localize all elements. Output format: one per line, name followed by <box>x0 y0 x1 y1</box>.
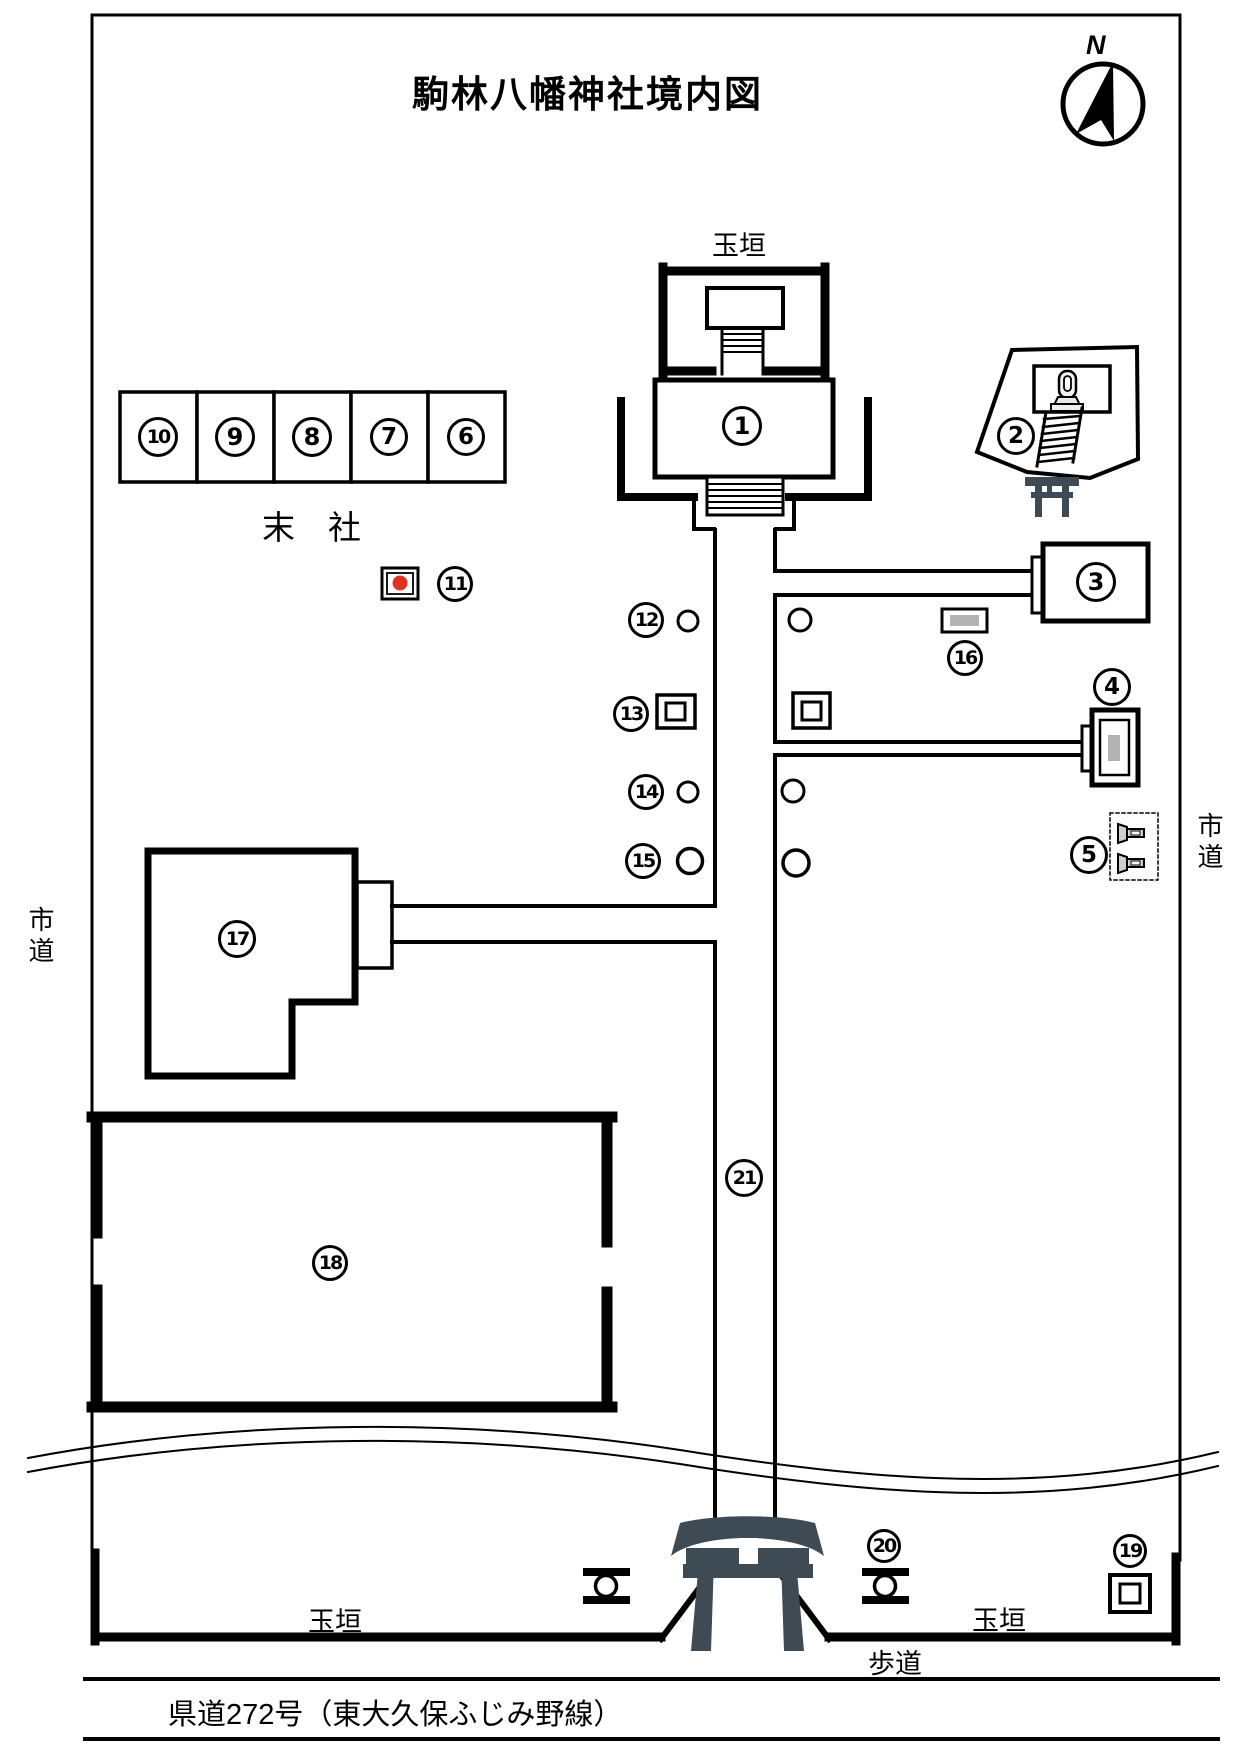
marker-18: 18 <box>312 1245 348 1281</box>
spigot-icon <box>1117 822 1145 845</box>
massha-label: 末 社 <box>262 509 361 546</box>
marker-8: 8 <box>292 417 332 457</box>
right-wing <box>785 397 872 501</box>
stone-16-icon <box>940 607 989 634</box>
honden-stairs-steps <box>721 333 764 353</box>
marker-17: 17 <box>218 920 256 958</box>
front-stairs-steps <box>706 483 784 509</box>
marker-9: 9 <box>215 417 255 457</box>
stone-lantern-icon <box>583 1568 630 1604</box>
lantern-12-right <box>787 607 813 633</box>
mound-2-ladder-steps <box>1036 414 1082 464</box>
marker-15: 15 <box>625 843 661 879</box>
marker-5: 5 <box>1070 836 1108 874</box>
marker-4: 4 <box>1093 668 1131 706</box>
lantern-12-left <box>676 609 700 633</box>
city-road-right-label: 市道 <box>1194 812 1224 874</box>
tamagaki-bottom-left-label: 玉垣 <box>308 1607 362 1637</box>
corridor-to-17 <box>390 904 717 944</box>
honden-fence <box>658 262 830 381</box>
sando-path <box>713 528 777 1524</box>
pedestal-13-left <box>655 693 697 730</box>
lantern-15-right <box>781 848 811 878</box>
building-4-gray-bar <box>1108 735 1120 761</box>
north-arrow-icon <box>1060 61 1146 147</box>
pedestal-19-icon <box>1108 1573 1152 1614</box>
marker-12: 12 <box>628 602 664 638</box>
tamagaki-top-label: 玉垣 <box>712 231 766 261</box>
lantern-15-left <box>675 846 705 876</box>
building-17-porch <box>355 880 394 970</box>
marker-20: 20 <box>867 1529 901 1563</box>
marker-16: 16 <box>947 640 983 676</box>
pedestal-13-right <box>791 691 832 730</box>
corridor-to-4 <box>773 740 1084 757</box>
marker-3: 3 <box>1076 562 1116 602</box>
left-wing <box>617 397 698 501</box>
marker-11: 11 <box>437 566 473 602</box>
spigot-icon <box>1117 852 1145 875</box>
stream-line <box>26 1439 1220 1494</box>
sidewalk-label: 歩道 <box>868 1649 922 1679</box>
marker-10: 10 <box>138 417 178 457</box>
tamagaki-wall-right <box>824 1552 1181 1646</box>
marker-7: 7 <box>370 418 408 456</box>
marker-21: 21 <box>725 1159 763 1197</box>
honden-building <box>705 286 785 330</box>
compass-north-label: N <box>1086 30 1106 60</box>
enclosure-18 <box>86 1111 618 1413</box>
torii-icon <box>671 1516 824 1651</box>
marker-14: 14 <box>628 774 664 810</box>
tamagaki-bottom-right-label: 玉垣 <box>972 1606 1026 1636</box>
lantern-14-right <box>780 778 806 804</box>
page-title: 駒林八幡神社境内図 <box>412 75 763 116</box>
tamagaki-wall-left <box>90 1548 666 1646</box>
road-lines <box>83 1677 1220 1741</box>
water-basin-area <box>1109 812 1159 881</box>
marker-1: 1 <box>722 406 762 446</box>
stone-lantern-icon <box>862 1568 909 1604</box>
front-landing <box>692 498 796 531</box>
stream-line <box>26 1425 1220 1480</box>
corridor-to-3 <box>773 569 1034 597</box>
building-17 <box>144 847 359 1080</box>
marker-2: 2 <box>997 417 1035 455</box>
city-road-left-label: 市道 <box>25 906 55 968</box>
marker-6: 6 <box>447 418 485 456</box>
red-dot-icon <box>380 566 420 601</box>
marker-13: 13 <box>613 696 649 732</box>
marker-19: 19 <box>1113 1534 1147 1568</box>
lantern-14-left <box>676 780 700 804</box>
building-4-inner <box>1098 718 1131 777</box>
prefectural-road-label: 県道272号（東大久保ふじみ野線） <box>168 1699 623 1731</box>
small-torii-icon <box>1025 477 1079 517</box>
stone-monument-icon <box>1050 369 1084 412</box>
